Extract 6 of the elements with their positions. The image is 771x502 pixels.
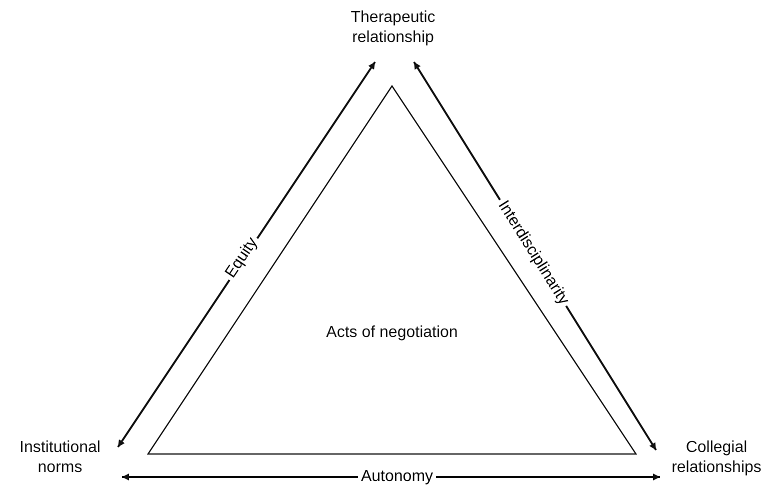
node-label: Collegial relationships xyxy=(670,438,762,478)
edge-label: Autonomy xyxy=(358,468,436,486)
center-label: Acts of negotiation xyxy=(326,323,458,343)
double-arrow xyxy=(117,61,376,448)
node-label: Institutional norms xyxy=(18,438,102,478)
node-label: Therapeutic relationship xyxy=(350,8,436,48)
